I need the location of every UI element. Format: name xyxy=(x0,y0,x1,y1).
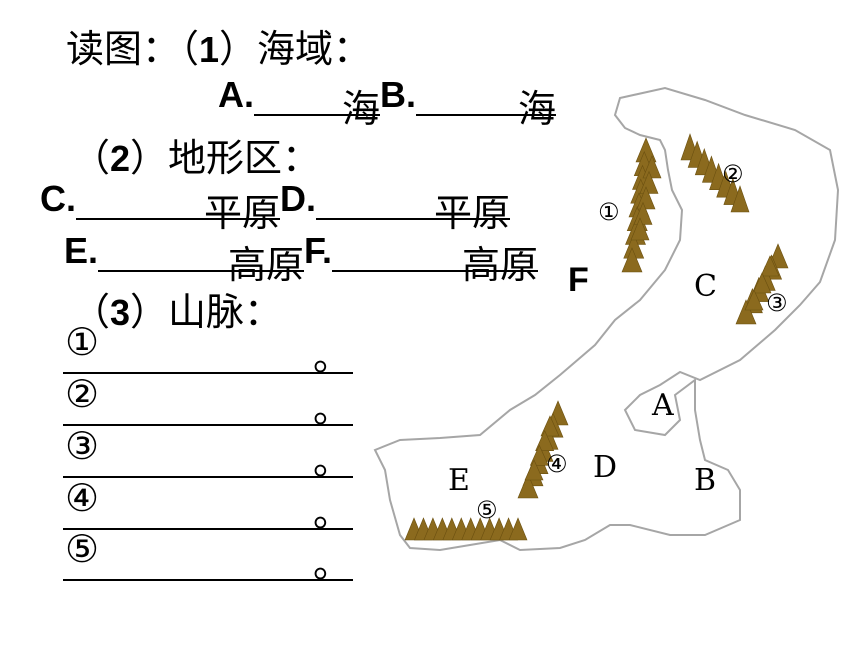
map-label-e: E xyxy=(448,463,470,498)
mountain-answer-4[interactable]: ④ 。 xyxy=(63,476,353,535)
map-mark-1: ① xyxy=(598,198,620,226)
mountain-answer-1-number: ① xyxy=(65,320,100,364)
mountain-symbol xyxy=(517,473,539,499)
map-label-b: B xyxy=(694,463,716,498)
mountain-symbol xyxy=(636,186,656,210)
plateau-e-label: E. xyxy=(64,230,99,271)
plateau-f-suffix: 高原 xyxy=(462,243,539,287)
mountain-answer-4-end: 。 xyxy=(313,491,352,535)
mountain-answer-2-number: ② xyxy=(65,372,100,416)
question-2-number: 2 xyxy=(110,138,131,179)
mountain-range-1 xyxy=(621,137,662,273)
mountain-answer-1-end: 。 xyxy=(313,335,352,379)
mountain-symbol xyxy=(735,299,757,325)
mountain-symbol xyxy=(642,155,662,179)
plateau-f-label: F. xyxy=(304,230,333,271)
mountain-answer-2-end: 。 xyxy=(313,387,352,431)
question-1-label: ）海域： xyxy=(219,27,372,71)
sea-b-suffix: 海 xyxy=(517,87,556,131)
mountain-range-4 xyxy=(517,400,569,499)
plain-d-suffix: 平原 xyxy=(433,191,510,235)
plateau-e-blank[interactable]: 高原 xyxy=(98,234,305,287)
plain-d-label: D. xyxy=(280,178,316,219)
question-prefix: 读图：（ xyxy=(66,27,200,71)
mountain-answer-3-end: 。 xyxy=(313,439,352,483)
map-mark-5: ⑤ xyxy=(476,496,498,524)
mountain-range-5 xyxy=(404,517,528,541)
question-3-open-paren: （ xyxy=(72,290,111,334)
map-mark-4: ④ xyxy=(546,450,568,478)
question-3-heading: （3）山脉： xyxy=(72,281,282,336)
question-3-number: 3 xyxy=(110,292,131,333)
map-label-f: F xyxy=(568,261,589,299)
mountain-symbol xyxy=(760,255,780,277)
mountain-answer-5-end: 。 xyxy=(313,542,352,586)
map-mark-3: ③ xyxy=(766,289,788,317)
region-outline xyxy=(373,86,840,552)
mountain-symbol xyxy=(744,289,764,311)
plain-c-label: C. xyxy=(40,178,76,219)
mountain-symbol xyxy=(524,459,544,481)
plain-answer-row: C.平原D.平原 xyxy=(40,178,510,235)
question-2-open-paren: （ xyxy=(72,136,111,180)
mountain-symbol xyxy=(633,201,653,225)
mountain-answer-5-number: ⑤ xyxy=(65,527,100,571)
mountain-symbol xyxy=(621,247,643,273)
plain-c-suffix: 平原 xyxy=(203,191,280,235)
sea-a-blank[interactable]: 海 xyxy=(254,78,380,131)
question-1-number: 1 xyxy=(199,29,220,70)
sea-b-label: B. xyxy=(380,74,416,115)
map-label-c: C xyxy=(694,269,717,304)
mountain-symbol xyxy=(630,217,650,241)
map-label-d: D xyxy=(593,450,617,485)
question-2-label: ）地形区： xyxy=(130,136,321,180)
mountain-answer-2[interactable]: ② 。 xyxy=(63,372,353,431)
question-3-label: ）山脉： xyxy=(130,290,283,334)
mountain-symbol xyxy=(639,170,659,194)
sea-a-suffix: 海 xyxy=(341,87,380,131)
question-2-heading: （2）地形区： xyxy=(72,127,320,182)
mountain-answer-3-number: ③ xyxy=(65,424,100,468)
sea-answer-row: A.海B.海 xyxy=(218,74,556,131)
map-mark-2: ② xyxy=(722,160,744,188)
question-1-heading: 读图：（1）海域： xyxy=(66,18,371,73)
mountain-symbol xyxy=(752,272,772,294)
sea-a-label: A. xyxy=(218,74,254,115)
mountain-answer-4-number: ④ xyxy=(65,476,100,520)
plateau-e-suffix: 高原 xyxy=(228,243,305,287)
mountain-symbol xyxy=(730,185,750,213)
mountain-range-3 xyxy=(735,243,789,325)
mountain-range-2 xyxy=(680,133,750,213)
mountain-symbol xyxy=(535,429,555,451)
mountain-answer-3[interactable]: ③ 。 xyxy=(63,424,353,483)
mountain-answer-1[interactable]: ① 。 xyxy=(63,320,353,379)
plain-d-blank[interactable]: 平原 xyxy=(316,182,510,235)
plateau-answer-row: E.高原F.高原 xyxy=(64,230,539,287)
mountain-symbol xyxy=(508,517,528,541)
mountain-answer-5[interactable]: ⑤ 。 xyxy=(63,527,353,586)
mountain-symbol xyxy=(540,415,560,437)
mountain-symbol xyxy=(529,444,549,466)
sea-b-blank[interactable]: 海 xyxy=(416,78,556,131)
plain-c-blank[interactable]: 平原 xyxy=(76,182,280,235)
map-label-a: A xyxy=(651,388,674,423)
plateau-f-blank[interactable]: 高原 xyxy=(332,234,539,287)
